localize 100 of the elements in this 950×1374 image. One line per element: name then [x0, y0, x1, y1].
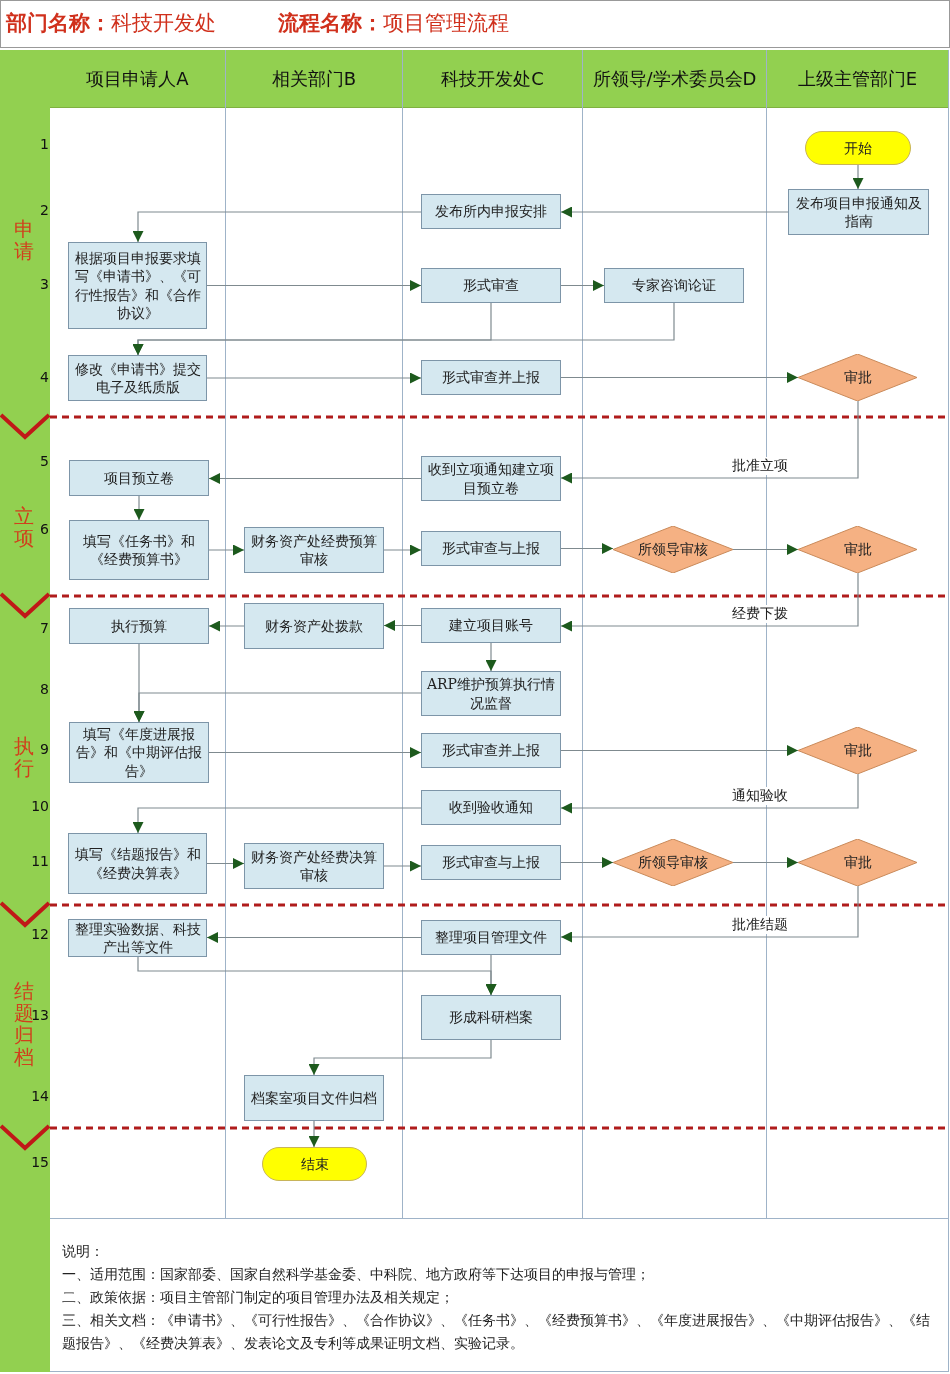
heading: 流程名称：项目管理流程: [278, 10, 509, 37]
arrow: [208, 620, 245, 632]
arrow: [560, 543, 614, 554]
note-text: 三、相关文档：《申请书》、《可行性报告》、《合作协议》、《任务书》、《经费预算书》、《年度进展报告》、《中期评估报告》、《结题报告》、《经费决算表》、发表论文及专利等成果证明文档、实验记录。: [62, 1311, 931, 1353]
lane-header: 所领导/学术委员会D: [583, 50, 766, 108]
arrow: [208, 544, 245, 556]
arrow: [560, 885, 859, 943]
terminal-pill: 结束: [262, 1147, 367, 1181]
process-box: 修改《申请书》提交电子及纸质版: [68, 355, 207, 401]
process-box: 形式审查与上报: [421, 531, 561, 566]
arrow: [383, 860, 422, 872]
process-box: 根据项目申报要求填写《申请书》、《可行性报告》和《合作协议》: [68, 242, 207, 329]
arrow: [560, 572, 859, 632]
swimlane: [226, 50, 403, 1218]
row-number: 4: [39, 369, 49, 385]
arrow: [308, 1120, 320, 1148]
process-box: 形式审查并上报: [421, 733, 561, 768]
row-number: 11: [30, 853, 49, 869]
arrow: [206, 372, 422, 384]
row-number: 14: [30, 1088, 49, 1104]
arrow: [852, 164, 864, 190]
row-number: 15: [30, 1154, 49, 1170]
arrow: [560, 206, 789, 218]
lane-header: 科技开发处C: [403, 50, 582, 108]
process-box: 整理项目管理文件: [421, 920, 561, 955]
phase-label: 申请: [14, 218, 34, 262]
arrow: [560, 773, 859, 814]
arrow: [206, 858, 245, 869]
phase-label: 结题归档: [14, 980, 34, 1068]
edge-label: 批准结题: [729, 916, 790, 934]
arrow: [208, 747, 422, 758]
arrow: [485, 954, 497, 996]
process-box: 发布所内申报安排: [421, 194, 561, 229]
arrow: [560, 372, 799, 383]
arrow: [560, 745, 799, 756]
phase-label: 执行: [14, 735, 34, 779]
process-box: 专家咨询论证: [604, 268, 744, 303]
arrow: [560, 280, 605, 291]
process-box: 形式审查: [421, 268, 561, 303]
edge-label: 通知验收: [729, 787, 790, 805]
phase-label: 立项: [14, 505, 34, 549]
decision-diamond: 审批: [798, 526, 917, 573]
row-number: 1: [39, 136, 49, 152]
process-box: 收到立项通知建立项目预立卷: [421, 456, 561, 501]
process-box: 收到验收通知: [421, 790, 561, 825]
decision-diamond: 所领导审核: [613, 526, 733, 573]
arrow: [133, 692, 422, 723]
note-text: 二、政策依据：项目主管部门制定的项目管理办法及相关规定；: [62, 1288, 455, 1307]
process-box: 形式审查并上报: [421, 360, 561, 395]
arrow: [732, 544, 799, 555]
arrow: [133, 495, 145, 521]
process-box: 项目预立卷: [69, 460, 209, 496]
process-box: 整理实验数据、科技产出等文件: [68, 919, 207, 957]
arrow: [560, 400, 859, 484]
process-box: 财务资产处经费预算审核: [244, 527, 384, 573]
decision-diamond: 审批: [798, 839, 917, 886]
arrow: [732, 857, 799, 868]
heading: 部门名称：科技开发处: [6, 10, 216, 37]
lane-header: 相关部门B: [226, 50, 402, 108]
arrow: [132, 211, 422, 243]
swimlane: [50, 50, 226, 1218]
arrow: [560, 857, 614, 868]
swimlane: [403, 50, 583, 1218]
row-number: 9: [39, 741, 49, 757]
row-number: 2: [39, 202, 49, 218]
row-number: 7: [39, 620, 49, 636]
row-number: 6: [39, 521, 49, 537]
process-box: 填写《年度进展报告》和《中期评估报告》: [69, 722, 209, 783]
process-box: 建立项目账号: [421, 608, 561, 643]
row-number: 3: [39, 276, 49, 292]
process-box: 形式审查与上报: [421, 845, 561, 880]
row-number: 12: [30, 926, 49, 942]
note-text: 一、适用范围：国家部委、国家自然科学基金委、中科院、地方政府等下达项目的申报与管理；: [62, 1265, 651, 1284]
arrow: [383, 544, 422, 556]
process-box: ARP维护预算执行情况监督: [421, 671, 561, 716]
process-box: 发布项目申报通知及指南: [788, 189, 929, 235]
arrow: [206, 280, 422, 291]
decision-diamond: 审批: [798, 727, 917, 774]
arrow: [132, 302, 675, 356]
row-number: 5: [39, 453, 49, 469]
edge-label: 经费下拨: [729, 605, 790, 623]
process-box: 形成科研档案: [421, 995, 561, 1040]
process-box: 财务资产处拨款: [244, 603, 384, 649]
arrow: [308, 1039, 492, 1076]
process-box: 执行预算: [69, 608, 209, 644]
edge-label: 批准立项: [729, 457, 790, 475]
row-number: 8: [39, 681, 49, 697]
lane-header: 上级主管部门E: [767, 50, 948, 108]
decision-diamond: 审批: [798, 354, 917, 401]
row-number: 10: [30, 798, 49, 814]
terminal-pill: 开始: [805, 131, 911, 165]
lane-header: 项目申请人A: [50, 50, 225, 108]
note-text: 说明：: [62, 1242, 105, 1261]
process-box: 填写《结题报告》和《经费决算表》: [68, 833, 207, 894]
process-box: 档案室项目文件归档: [244, 1075, 384, 1121]
arrow: [383, 620, 422, 631]
arrow: [485, 642, 497, 672]
process-box: 财务资产处经费决算审核: [244, 843, 384, 889]
process-box: 填写《任务书》和《经费预算书》: [69, 520, 209, 580]
arrow: [206, 932, 422, 943]
